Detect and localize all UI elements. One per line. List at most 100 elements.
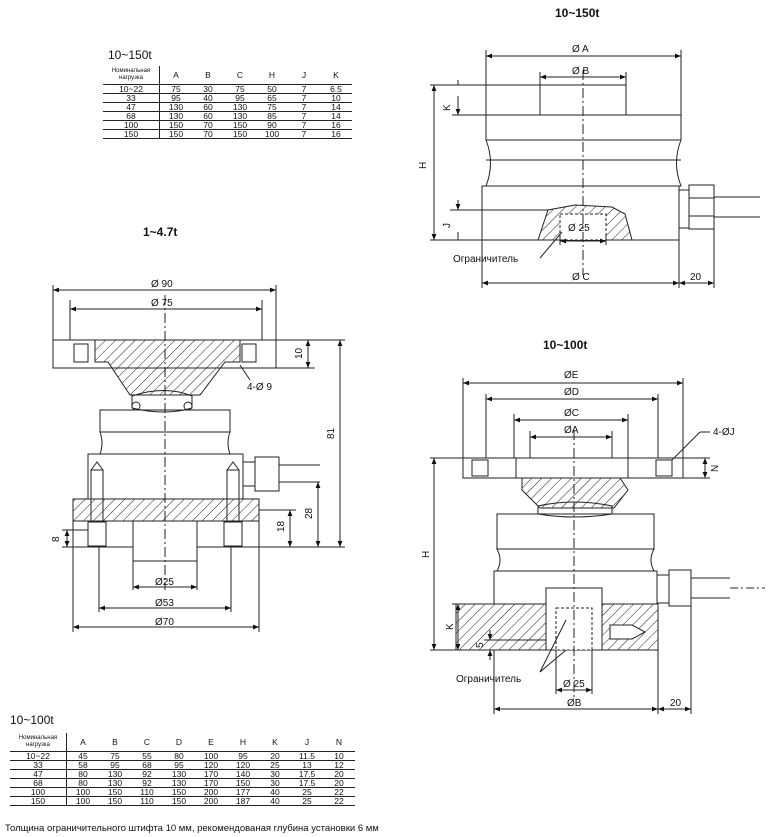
table-cell: 150 bbox=[163, 796, 195, 806]
table-cell: 60 bbox=[192, 102, 224, 112]
table-cell: 150 bbox=[99, 796, 131, 806]
table-cell: 130 bbox=[224, 111, 256, 121]
table-cell: 7 bbox=[288, 93, 320, 103]
table-cell: 140 bbox=[227, 769, 259, 779]
dim-a-label: ØA bbox=[564, 425, 579, 436]
table-cell: 12 bbox=[323, 760, 355, 770]
table-cell: 170 bbox=[195, 778, 227, 788]
table-cell: 6.5 bbox=[320, 84, 352, 94]
table-cell: 33 bbox=[10, 760, 67, 770]
table-cell: 25 bbox=[291, 796, 323, 806]
dim-d-label: ØD bbox=[564, 387, 579, 398]
table-cell: 10~22 bbox=[103, 84, 160, 94]
table-cell: 33 bbox=[103, 93, 160, 103]
table-cell: 170 bbox=[195, 769, 227, 779]
table-cell: 47 bbox=[10, 769, 67, 779]
table-cell: 50 bbox=[256, 84, 288, 94]
table-cell: 95 bbox=[227, 751, 259, 761]
table-cell: 92 bbox=[131, 778, 163, 788]
table-header-cell: E bbox=[195, 733, 227, 752]
dim-20-label: 20 bbox=[670, 698, 682, 709]
footnote: Толщина ограничительного штифта 10 мм, р… bbox=[5, 823, 379, 834]
dim-25-label: Ø 25 bbox=[568, 223, 590, 234]
table-cell: 100 bbox=[195, 751, 227, 761]
table-cell: 68 bbox=[131, 760, 163, 770]
table-cell: 30 bbox=[192, 84, 224, 94]
table-cell: 13 bbox=[291, 760, 323, 770]
table-cell: 80 bbox=[66, 769, 99, 779]
table-cell: 20 bbox=[323, 778, 355, 788]
table-cell: 7 bbox=[288, 102, 320, 112]
table-header-cell: B bbox=[192, 66, 224, 85]
table-header-cell: A bbox=[66, 733, 99, 752]
dim-8-label: 8 bbox=[51, 536, 62, 542]
drawing-10-100t bbox=[430, 378, 765, 714]
table-cell: 10~22 bbox=[10, 751, 67, 761]
dim-c-label: Ø C bbox=[572, 272, 590, 283]
dim-c-label: ØC bbox=[564, 408, 579, 419]
dim-25-label: Ø25 bbox=[155, 577, 174, 588]
table-cell: 150 bbox=[103, 129, 160, 139]
drawing-10-150t bbox=[430, 50, 760, 288]
table-cell: 120 bbox=[195, 760, 227, 770]
table-header-cell: J bbox=[291, 733, 323, 752]
table-cell: 55 bbox=[131, 751, 163, 761]
table-header-cell: K bbox=[320, 66, 352, 85]
title-10-100t: 10~100t bbox=[543, 338, 588, 352]
table-cell: 177 bbox=[227, 787, 259, 797]
table-cell: 40 bbox=[259, 787, 291, 797]
table-100-title: 10~100t bbox=[10, 713, 54, 727]
limiter-label: Ограничитель bbox=[453, 254, 518, 265]
table-cell: 130 bbox=[99, 769, 131, 779]
table-cell: 187 bbox=[227, 796, 259, 806]
drawing-1-4-7t bbox=[52, 285, 345, 632]
dim-75-label: Ø 75 bbox=[151, 298, 173, 309]
title-10-150t: 10~150t bbox=[555, 6, 600, 20]
table-cell: 85 bbox=[256, 111, 288, 121]
table-cell: 100 bbox=[103, 120, 160, 130]
dim-53-label: Ø53 bbox=[155, 598, 174, 609]
dim-20-label: 20 bbox=[690, 272, 702, 283]
table-cell: 95 bbox=[159, 93, 192, 103]
table-cell: 7 bbox=[288, 84, 320, 94]
table-cell: 130 bbox=[224, 102, 256, 112]
table-cell: 10 bbox=[320, 93, 352, 103]
table-cell: 150 bbox=[159, 129, 192, 139]
table-cell: 95 bbox=[99, 760, 131, 770]
table-cell: 200 bbox=[195, 796, 227, 806]
table-header-cell: Номинальная нагрузка bbox=[103, 66, 160, 85]
table-cell: 10 bbox=[323, 751, 355, 761]
limiter-label: Ограничитель bbox=[456, 674, 521, 685]
table-cell: 130 bbox=[159, 102, 192, 112]
table-cell: 30 bbox=[259, 778, 291, 788]
dim-n-label: N bbox=[710, 465, 721, 472]
table-cell: 16 bbox=[320, 129, 352, 139]
table-cell: 80 bbox=[163, 751, 195, 761]
table-cell: 100 bbox=[256, 129, 288, 139]
table-cell: 17.5 bbox=[291, 778, 323, 788]
dim-b-label: ØB bbox=[567, 698, 582, 709]
table-cell: 75 bbox=[159, 84, 192, 94]
table-cell: 95 bbox=[163, 760, 195, 770]
table-cell: 90 bbox=[256, 120, 288, 130]
table-header-cell: K bbox=[259, 733, 291, 752]
holes-label: 4-Ø 9 bbox=[247, 382, 272, 393]
dim-e-label: ØE bbox=[564, 370, 579, 381]
table-cell: 150 bbox=[99, 787, 131, 797]
table-cell: 100 bbox=[66, 787, 99, 797]
table-cell: 68 bbox=[103, 111, 160, 121]
table-cell: 58 bbox=[66, 760, 99, 770]
title-1-4-7t: 1~4.7t bbox=[143, 225, 178, 239]
table-cell: 7 bbox=[288, 111, 320, 121]
dim-k-label: K bbox=[442, 104, 453, 111]
dim-a-label: Ø A bbox=[572, 44, 589, 55]
dim-90-label: Ø 90 bbox=[151, 279, 173, 290]
